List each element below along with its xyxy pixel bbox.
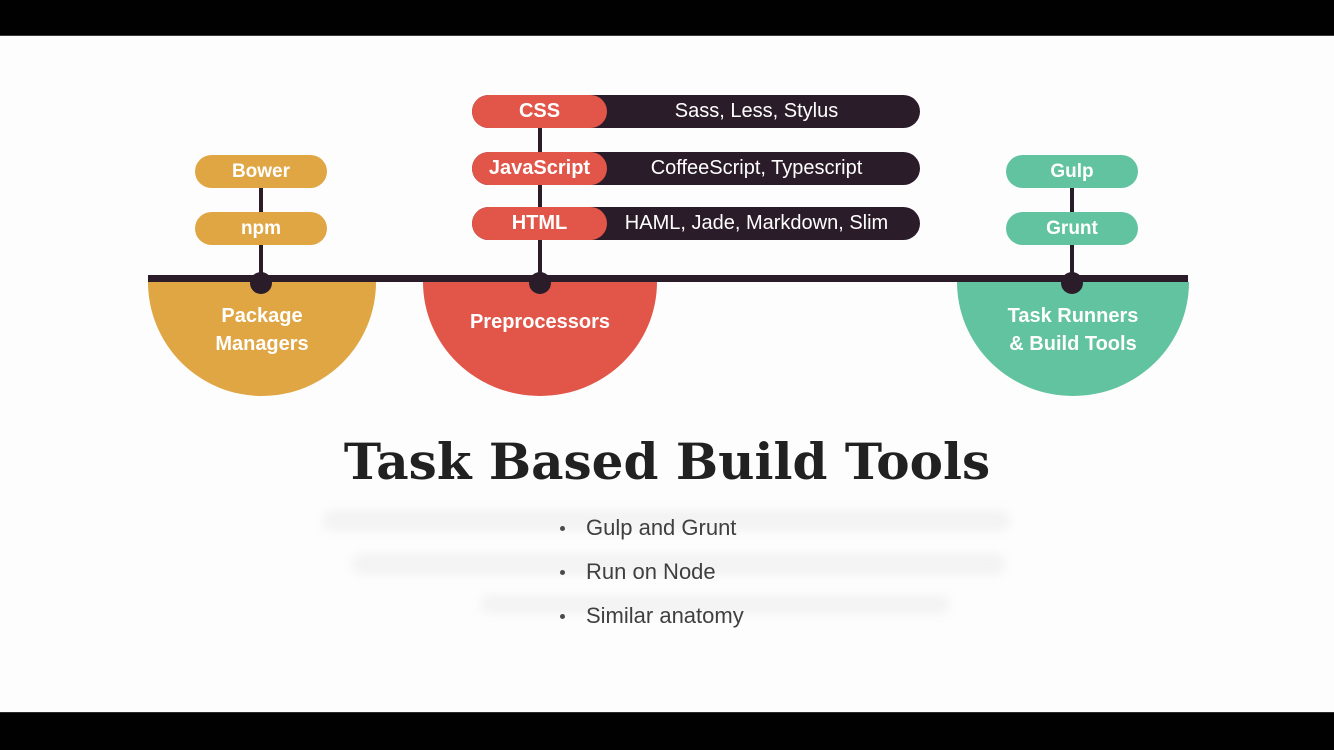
- preprocessor-row-html: HTML HAML, Jade, Markdown, Slim: [472, 207, 920, 240]
- bullet-list: Gulp and Grunt Run on Node Similar anato…: [560, 514, 744, 630]
- bullet-point-icon: [560, 569, 565, 575]
- timeline-group-task-runners: Task Runners & Build Tools: [957, 282, 1189, 396]
- timeline-group-preprocessors: Preprocessors: [423, 282, 657, 396]
- timeline-group-package-managers: Package Managers: [148, 282, 376, 396]
- pill-bower: Bower: [195, 155, 327, 188]
- bullet-text: Gulp and Grunt: [586, 515, 737, 540]
- group-label: Package Managers: [215, 305, 309, 355]
- group-label: Preprocessors: [469, 311, 611, 333]
- preprocessor-row-javascript: JavaScript CoffeeScript, Typescript: [472, 152, 920, 185]
- preprocessor-row-css: CSS Sass, Less, Stylus: [472, 95, 920, 128]
- group-label: Task Runners & Build Tools: [1007, 305, 1139, 355]
- bullet-text: Similar anatomy: [586, 603, 744, 628]
- list-item: Run on Node: [560, 558, 744, 586]
- bullet-point-icon: [560, 613, 565, 619]
- list-item: Gulp and Grunt: [560, 514, 744, 542]
- bullet-text: Run on Node: [586, 559, 716, 584]
- pill-label: Grunt: [1046, 217, 1098, 239]
- connector-line-preprocessors: [538, 110, 542, 282]
- letterbox-top: [0, 0, 1334, 36]
- tools-list: HAML, Jade, Markdown, Slim: [624, 212, 889, 234]
- list-item: Similar anatomy: [560, 602, 744, 630]
- pill-npm: npm: [195, 212, 327, 245]
- ghost-artifact: [322, 510, 1010, 531]
- language-tag-label: JavaScript: [488, 157, 591, 179]
- language-tag-label: CSS: [518, 100, 561, 122]
- timeline-node-dot: [529, 272, 551, 294]
- timeline-node-dot: [250, 272, 272, 294]
- tools-list: CoffeeScript, Typescript: [650, 157, 863, 179]
- ghost-artifact: [480, 595, 950, 614]
- language-tag: HTML: [472, 207, 607, 240]
- language-tag: JavaScript: [472, 152, 607, 185]
- slide-title: Task Based Build Tools: [343, 432, 991, 491]
- ghost-artifact: [352, 553, 1005, 575]
- tools-list: Sass, Less, Stylus: [674, 100, 839, 122]
- language-tag-label: HTML: [511, 212, 568, 234]
- pill-grunt: Grunt: [1006, 212, 1138, 245]
- bullet-point-icon: [560, 525, 565, 531]
- slide: Bower npm Package Managers CSS Sass, Les…: [0, 36, 1334, 712]
- pill-gulp: Gulp: [1006, 155, 1138, 188]
- pill-label: Bower: [231, 160, 291, 182]
- pill-label: npm: [240, 217, 282, 239]
- timeline-line: [148, 275, 1188, 282]
- language-tag: CSS: [472, 95, 607, 128]
- letterbox-bottom: [0, 712, 1334, 750]
- pill-label: Gulp: [1050, 160, 1094, 182]
- timeline-node-dot: [1061, 272, 1083, 294]
